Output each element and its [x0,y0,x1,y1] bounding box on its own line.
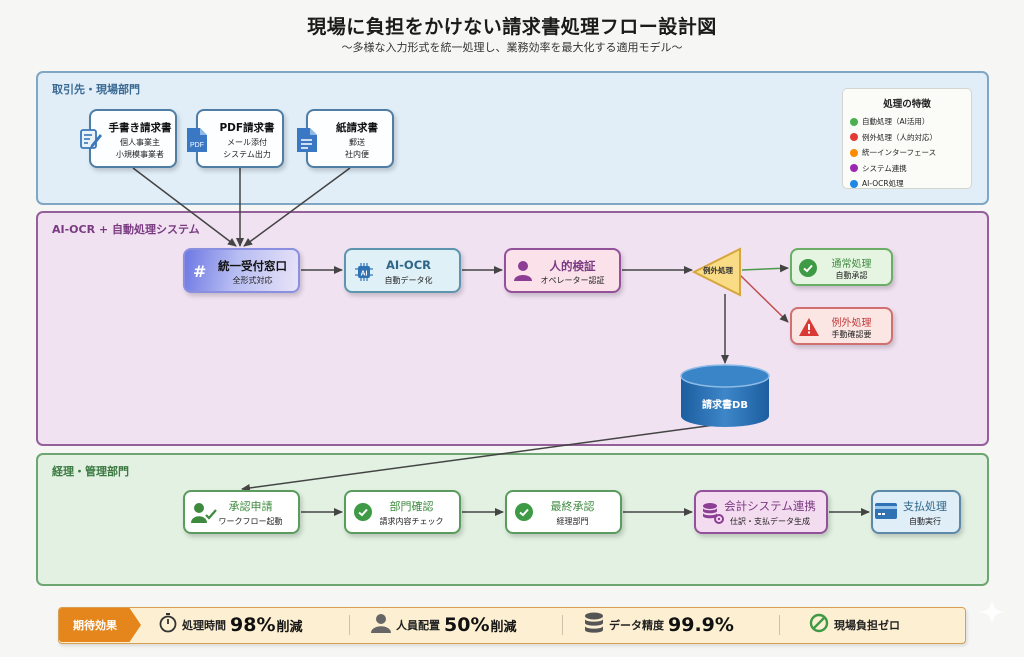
diagram-title: 現場に負担をかけない請求書処理フロー設計図 [307,16,717,38]
node-title: PDF請求書 [219,122,275,134]
source-paper-invoice[interactable]: 紙請求書 郵送社内便 [297,109,394,168]
metric-zero-burden: 現場負担ゼロ [809,608,900,642]
person-icon [514,260,532,286]
node-title: 部門確認 [389,500,434,513]
pdf-file-icon: PDF [186,127,208,157]
node-approval-request[interactable]: 承認申請 ワークフロー起動 [183,490,300,534]
node-subtitle: ワークフロー起動 [218,517,283,526]
node-subtitle: オペレーター認証 [540,276,605,285]
svg-text:AI: AI [361,271,368,278]
node-subtitle: 仕訳・支払データ生成 [730,517,810,526]
banner-divider [562,615,563,635]
legend-dot-red [850,133,858,142]
ai-chip-icon: AI [354,262,374,286]
node-ai-ocr[interactable]: AI AI-OCR 自動データ化 [344,248,461,293]
edit-document-icon [79,127,103,155]
node-normal-processing[interactable]: 通常処理 自動承認 [790,248,893,286]
node-subtitle: 全形式対応 [232,276,273,285]
node-subtitle: 請求内容チェック [379,517,444,526]
source-pdf-invoice[interactable]: PDF PDF請求書 メール添付システム出力 [187,109,284,168]
node-subtitle: 経理部門 [556,517,589,526]
metric-value: 98% [230,614,276,636]
check-circle-icon [515,503,533,525]
legend-dot-purple [850,164,858,173]
metric-processing-time: 処理時間 98% 削減 [159,608,303,642]
svg-text:PDF: PDF [190,142,204,149]
lane-label: AI-OCR + 自動処理システム [52,223,200,236]
node-unified-reception[interactable]: # 統一受付窓口 全形式対応 [183,248,300,293]
metric-unit: 削減 [276,619,303,635]
node-title: 人的検証 [549,259,596,273]
node-title: 会計システム連携 [724,499,816,513]
node-exception-processing[interactable]: 例外処理 手動確認要 [790,307,893,345]
node-title: 支払処理 [903,500,947,513]
metric-label: 人員配置 [396,619,440,632]
node-payment-processing[interactable]: 支払処理 自動実行 [871,490,961,534]
metric-staffing: 人員配置 50% 削減 [371,608,517,642]
node-title: 通常処理 [831,259,872,270]
banner-divider [779,615,780,635]
check-circle-icon [799,259,817,281]
legend-dot-blue [850,179,858,188]
check-circle-icon [354,503,372,525]
node-final-approval[interactable]: 最終承認 経理部門 [505,490,622,534]
diagram-subtitle: 〜多様な入力形式を統一処理し、業務効率を最大化する適用モデル〜 [341,41,683,54]
node-department-check[interactable]: 部門確認 請求内容チェック [344,490,461,534]
database-icon [584,612,604,638]
legend-title: 処理の特徴 [883,99,931,110]
node-subtitle: 手動確認要 [831,330,872,339]
node-title: AI-OCR [385,258,432,272]
decision-label: 例外処理 [703,266,733,275]
legend-item: 例外処理（人的対応） [850,130,937,146]
node-subtitle: 郵送社内便 [345,138,369,159]
node-title: 最終承認 [550,500,595,513]
node-human-verification[interactable]: 人的検証 オペレーター認証 [504,248,621,293]
metric-value: 50% [444,614,490,636]
node-accounting-integration[interactable]: 会計システム連携 仕訳・支払データ生成 [694,490,828,534]
legend-item: AI-OCR処理 [850,176,937,192]
node-subtitle: 自動データ化 [384,276,433,285]
lane-label: 経理・管理部門 [52,465,129,478]
metric-label: データ精度 [609,619,664,632]
hash-icon: # [193,262,207,281]
banner-tag: 期待効果 [59,608,141,642]
no-entry-icon [809,613,829,637]
node-subtitle: 自動実行 [909,517,941,526]
node-subtitle: 個人事業主小規模事業者 [116,138,164,159]
legend-item: システム連携 [850,161,937,177]
stopwatch-icon [159,613,177,637]
node-subtitle: メール添付システム出力 [223,138,271,159]
database-label: 請求書DB [702,400,748,411]
legend-item: 統一インターフェース [850,145,937,161]
metric-label: 処理時間 [182,619,226,632]
paper-document-icon [296,127,318,157]
sparkle-icon [978,598,1006,626]
node-title: 手書き請求書 [108,122,172,134]
legend-dot-orange [850,148,858,157]
banner-divider [349,615,350,635]
node-title: 統一受付窓口 [218,259,287,273]
node-title: 例外処理 [831,318,872,329]
database-gear-icon [702,502,724,528]
legend: 処理の特徴 自動処理（AI活用） 例外処理（人的対応） 統一インターフェース シ… [842,88,972,189]
metric-data-accuracy: データ精度 99.9% [584,608,734,642]
metric-value: 99.9% [668,614,734,636]
node-subtitle: 自動承認 [835,271,868,280]
credit-card-icon [875,503,897,523]
expected-effects-banner: 期待効果 処理時間 98% 削減 人員配置 50% 削減 データ精度 99.9%… [58,607,966,644]
legend-dot-green [850,117,858,126]
warning-icon [799,318,819,340]
person-icon [371,613,391,637]
user-check-icon [191,502,217,528]
node-title: 紙請求書 [336,122,378,134]
metric-unit: 削減 [490,619,517,635]
legend-item: 自動処理（AI活用） [850,114,937,130]
lane-label: 取引先・現場部門 [52,83,140,96]
metric-label: 現場負担ゼロ [834,619,900,632]
source-handwritten-invoice[interactable]: 手書き請求書 個人事業主小規模事業者 [80,109,177,168]
node-title: 承認申請 [228,500,273,513]
